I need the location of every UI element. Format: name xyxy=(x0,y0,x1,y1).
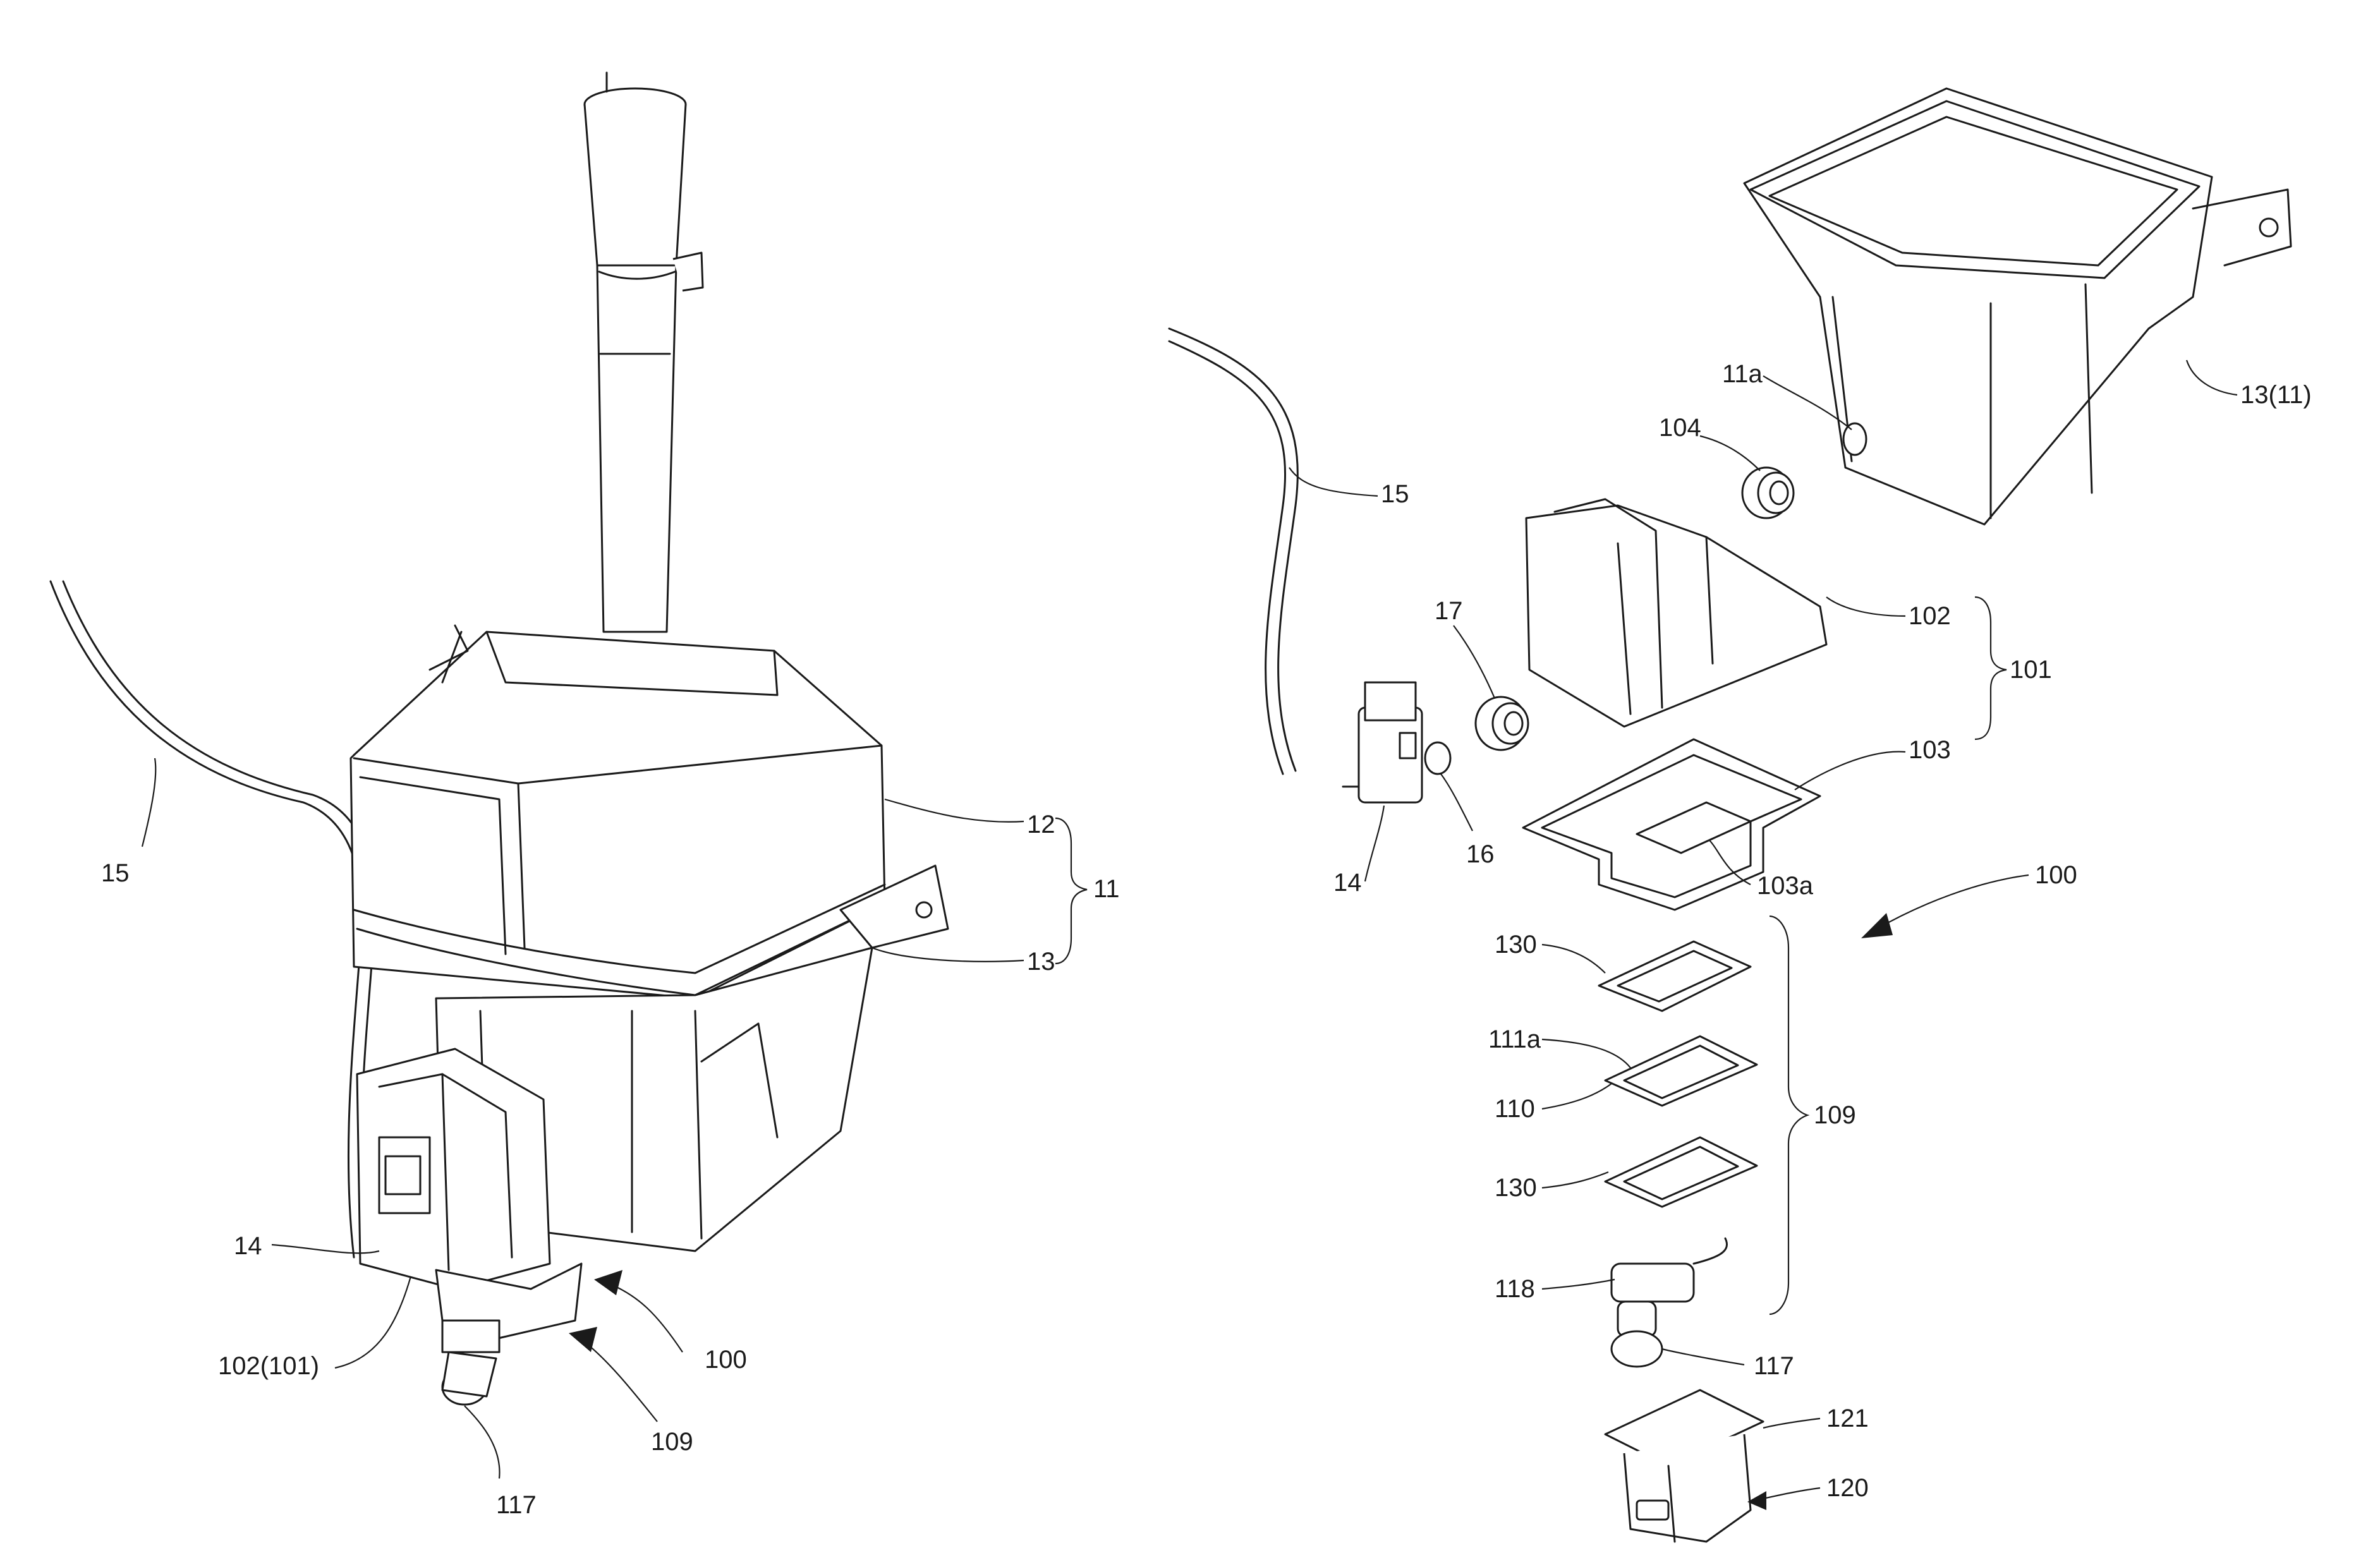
label-12: 12 xyxy=(1027,811,1055,838)
label-100-left: 100 xyxy=(705,1346,747,1374)
label-11a: 11a xyxy=(1722,360,1763,388)
bracket-109 xyxy=(1770,916,1807,1314)
label-17: 17 xyxy=(1435,597,1463,625)
grommet-104 xyxy=(1742,468,1794,518)
cap-120 xyxy=(1605,1390,1763,1542)
label-104: 104 xyxy=(1659,414,1701,442)
label-111a: 111a xyxy=(1488,1025,1541,1053)
pump-14-left xyxy=(379,1137,430,1213)
holder-102 xyxy=(1526,499,1826,727)
assembled-tank-view xyxy=(51,73,948,1405)
label-118: 118 xyxy=(1495,1275,1535,1303)
label-14-right: 14 xyxy=(1333,869,1362,897)
exploded-view xyxy=(1169,88,2291,1542)
label-16: 16 xyxy=(1466,840,1495,868)
label-117-left: 117 xyxy=(496,1491,537,1519)
label-120: 120 xyxy=(1826,1474,1869,1502)
hose-15-right xyxy=(1169,329,1297,771)
bracket-101 xyxy=(1975,597,2007,739)
connector-118-117 xyxy=(1612,1238,1727,1367)
label-13-11: 13(11) xyxy=(2240,381,2312,409)
label-13: 13 xyxy=(1027,948,1055,976)
plate-130-bottom xyxy=(1605,1137,1757,1207)
label-109-left: 109 xyxy=(651,1428,693,1456)
bracket-11 xyxy=(1055,818,1087,964)
label-117-right: 117 xyxy=(1754,1352,1794,1380)
label-101: 101 xyxy=(2010,656,2052,684)
seal-110 xyxy=(1605,1036,1757,1106)
arrow-109-left xyxy=(569,1327,657,1422)
label-100-right: 100 xyxy=(2035,861,2077,889)
label-130-top: 130 xyxy=(1495,931,1537,958)
label-15-right: 15 xyxy=(1381,480,1409,508)
plate-130-top xyxy=(1599,941,1751,1011)
label-14-left: 14 xyxy=(234,1232,262,1260)
label-110: 110 xyxy=(1495,1095,1535,1123)
bottom-module xyxy=(436,1264,581,1405)
label-130-bottom: 130 xyxy=(1495,1174,1537,1202)
label-11: 11 xyxy=(1093,875,1120,903)
label-102: 102 xyxy=(1909,602,1951,630)
label-121: 121 xyxy=(1826,1405,1869,1432)
hose-15-left xyxy=(51,581,361,1257)
grommet-17 xyxy=(1476,697,1528,750)
label-102-101: 102(101) xyxy=(218,1352,319,1380)
tank-13-11 xyxy=(1744,88,2291,524)
arrow-100-right xyxy=(1861,875,2029,938)
pump-14-right xyxy=(1343,682,1450,802)
filler-neck xyxy=(585,73,703,632)
label-103a: 103a xyxy=(1757,872,1814,900)
label-103: 103 xyxy=(1909,736,1951,764)
label-15-left: 15 xyxy=(101,859,130,887)
arrow-100-left xyxy=(594,1270,683,1352)
label-109-right: 109 xyxy=(1814,1101,1856,1129)
